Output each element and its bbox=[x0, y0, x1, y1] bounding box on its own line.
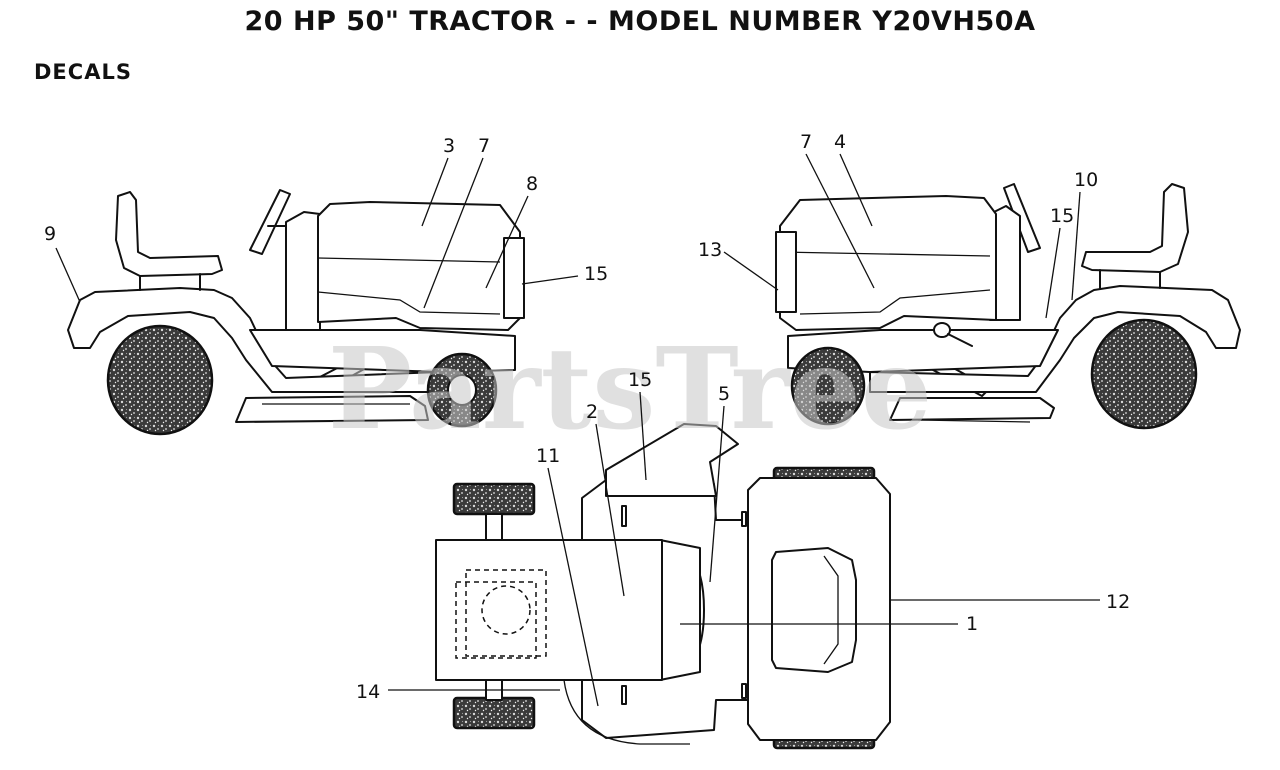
callout-top-14: 14 bbox=[356, 681, 380, 703]
callout-right-10: 10 bbox=[1074, 169, 1098, 191]
callout-right-13: 13 bbox=[698, 239, 722, 261]
callout-top-1: 1 bbox=[966, 613, 978, 635]
left-rear-tire bbox=[106, 324, 214, 436]
callout-top-5: 5 bbox=[718, 383, 730, 405]
top-view bbox=[435, 423, 891, 750]
watermark: PartsTree bbox=[328, 324, 932, 455]
callouts: 3 7 8 9 15 7 4 10 15 13 15 2 5 11 12 1 1… bbox=[44, 131, 1130, 707]
callout-left-7: 7 bbox=[478, 135, 490, 157]
right-side-view bbox=[775, 183, 1241, 430]
callout-left-3: 3 bbox=[443, 135, 455, 157]
callout-top-12: 12 bbox=[1106, 591, 1130, 613]
callout-left-9: 9 bbox=[44, 223, 56, 245]
callout-right-4: 4 bbox=[834, 131, 846, 153]
callout-right-15: 15 bbox=[1050, 205, 1074, 227]
left-side-view bbox=[67, 189, 525, 436]
callout-top-2: 2 bbox=[586, 401, 598, 423]
callout-left-15: 15 bbox=[584, 263, 608, 285]
section-title: DECALS bbox=[34, 60, 132, 84]
callout-top-15: 15 bbox=[628, 369, 652, 391]
right-rear-tire bbox=[1090, 318, 1198, 430]
page-title: 20 HP 50" TRACTOR - - MODEL NUMBER Y20VH… bbox=[244, 6, 1036, 37]
callout-left-8: 8 bbox=[526, 173, 538, 195]
callout-right-7: 7 bbox=[800, 131, 812, 153]
callout-top-11: 11 bbox=[536, 445, 560, 467]
right-front-tire bbox=[790, 346, 866, 426]
